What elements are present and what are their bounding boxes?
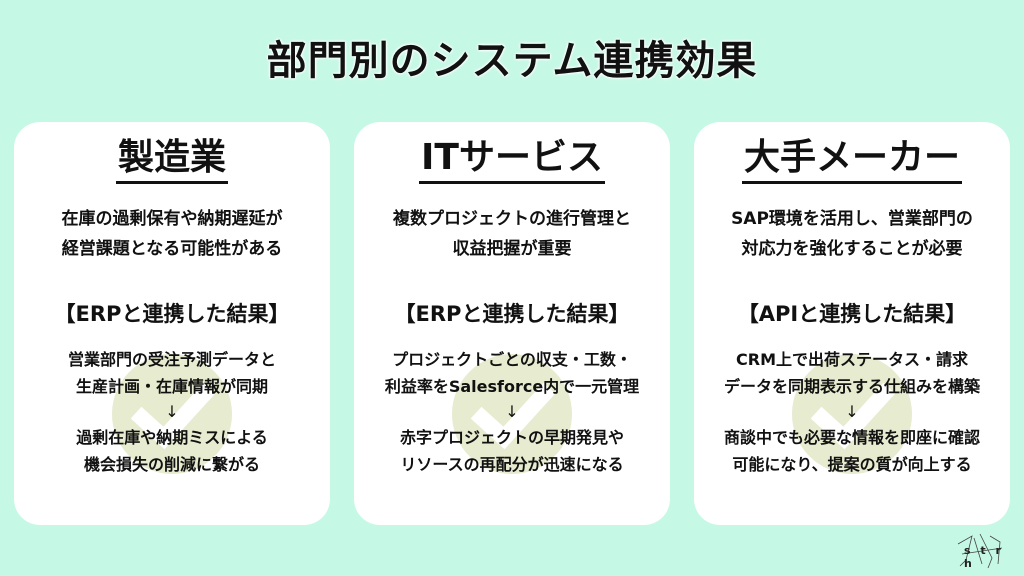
logo-text: s t r h	[964, 544, 1004, 570]
before-line: CRM上で出荷ステータス・請求	[736, 350, 968, 369]
down-arrow-icon: ↓	[845, 402, 859, 421]
brand-logo: s t r h	[952, 530, 1016, 570]
card-result: プロジェクトごとの収支・工数・ 利益率をSalesforce内で一元管理 ↓ 赤…	[354, 346, 670, 478]
after-line: リソースの再配分が迅速になる	[400, 455, 624, 474]
card-result: CRM上で出荷ステータス・請求 データを同期表示する仕組みを構築 ↓ 商談中でも…	[694, 346, 1010, 478]
after-line: 可能になり、提案の質が向上する	[732, 455, 972, 474]
result-heading: 【APIと連携した結果】	[737, 302, 967, 326]
card-heading: 大手メーカー	[741, 136, 962, 184]
checkmark-circle-icon	[792, 354, 912, 474]
before-line: 利益率をSalesforce内で一元管理	[384, 377, 640, 396]
before-line: 生産計画・在庫情報が同期	[75, 377, 268, 396]
problem-line: 収益把握が重要	[452, 239, 572, 259]
problem-line: SAP環境を活用し、営業部門の	[731, 209, 973, 229]
problem-line: 複数プロジェクトの進行管理と	[393, 209, 631, 229]
card-problem: 複数プロジェクトの進行管理と 収益把握が重要	[354, 204, 670, 264]
card-result: 営業部門の受注予測データと 生産計画・在庫情報が同期 ↓ 過剰在庫や納期ミスによ…	[14, 346, 330, 478]
problem-line: 対応力を強化することが必要	[741, 239, 963, 259]
card-problem: 在庫の過剰保有や納期遅延が 経営課題となる可能性がある	[14, 204, 330, 264]
problem-line: 在庫の過剰保有や納期遅延が	[61, 209, 283, 229]
down-arrow-icon: ↓	[165, 402, 179, 421]
before-line: データを同期表示する仕組みを構築	[723, 377, 980, 396]
after-line: 過剰在庫や納期ミスによる	[76, 428, 268, 447]
logo-sketch-icon	[957, 533, 1003, 569]
before-line: プロジェクトごとの収支・工数・	[392, 350, 632, 369]
checkmark-circle-icon	[452, 354, 572, 474]
after-line: 赤字プロジェクトの早期発見や	[399, 428, 624, 447]
problem-line: 経営課題となる可能性がある	[61, 239, 283, 259]
down-arrow-icon: ↓	[505, 402, 519, 421]
checkmark-circle-icon	[112, 354, 232, 474]
card-heading: 製造業	[115, 136, 228, 184]
page-title: 部門別のシステム連携効果	[266, 38, 758, 84]
card-heading: ITサービス	[419, 136, 605, 184]
after-line: 商談中でも必要な情報を即座に確認	[723, 428, 980, 447]
card-problem: SAP環境を活用し、営業部門の 対応力を強化することが必要	[694, 204, 1010, 264]
after-line: 機会損失の削減に繋がる	[83, 455, 260, 474]
card-manufacturing: 製造業 在庫の過剰保有や納期遅延が 経営課題となる可能性がある 【ERPと連携し…	[14, 122, 330, 525]
card-it-services: ITサービス 複数プロジェクトの進行管理と 収益把握が重要 【ERPと連携した結…	[354, 122, 670, 525]
result-heading: 【ERPと連携した結果】	[394, 302, 630, 326]
result-heading: 【ERPと連携した結果】	[54, 302, 290, 326]
card-large-manufacturer: 大手メーカー SAP環境を活用し、営業部門の 対応力を強化することが必要 【AP…	[694, 122, 1010, 525]
before-line: 営業部門の受注予測データと	[67, 350, 276, 369]
